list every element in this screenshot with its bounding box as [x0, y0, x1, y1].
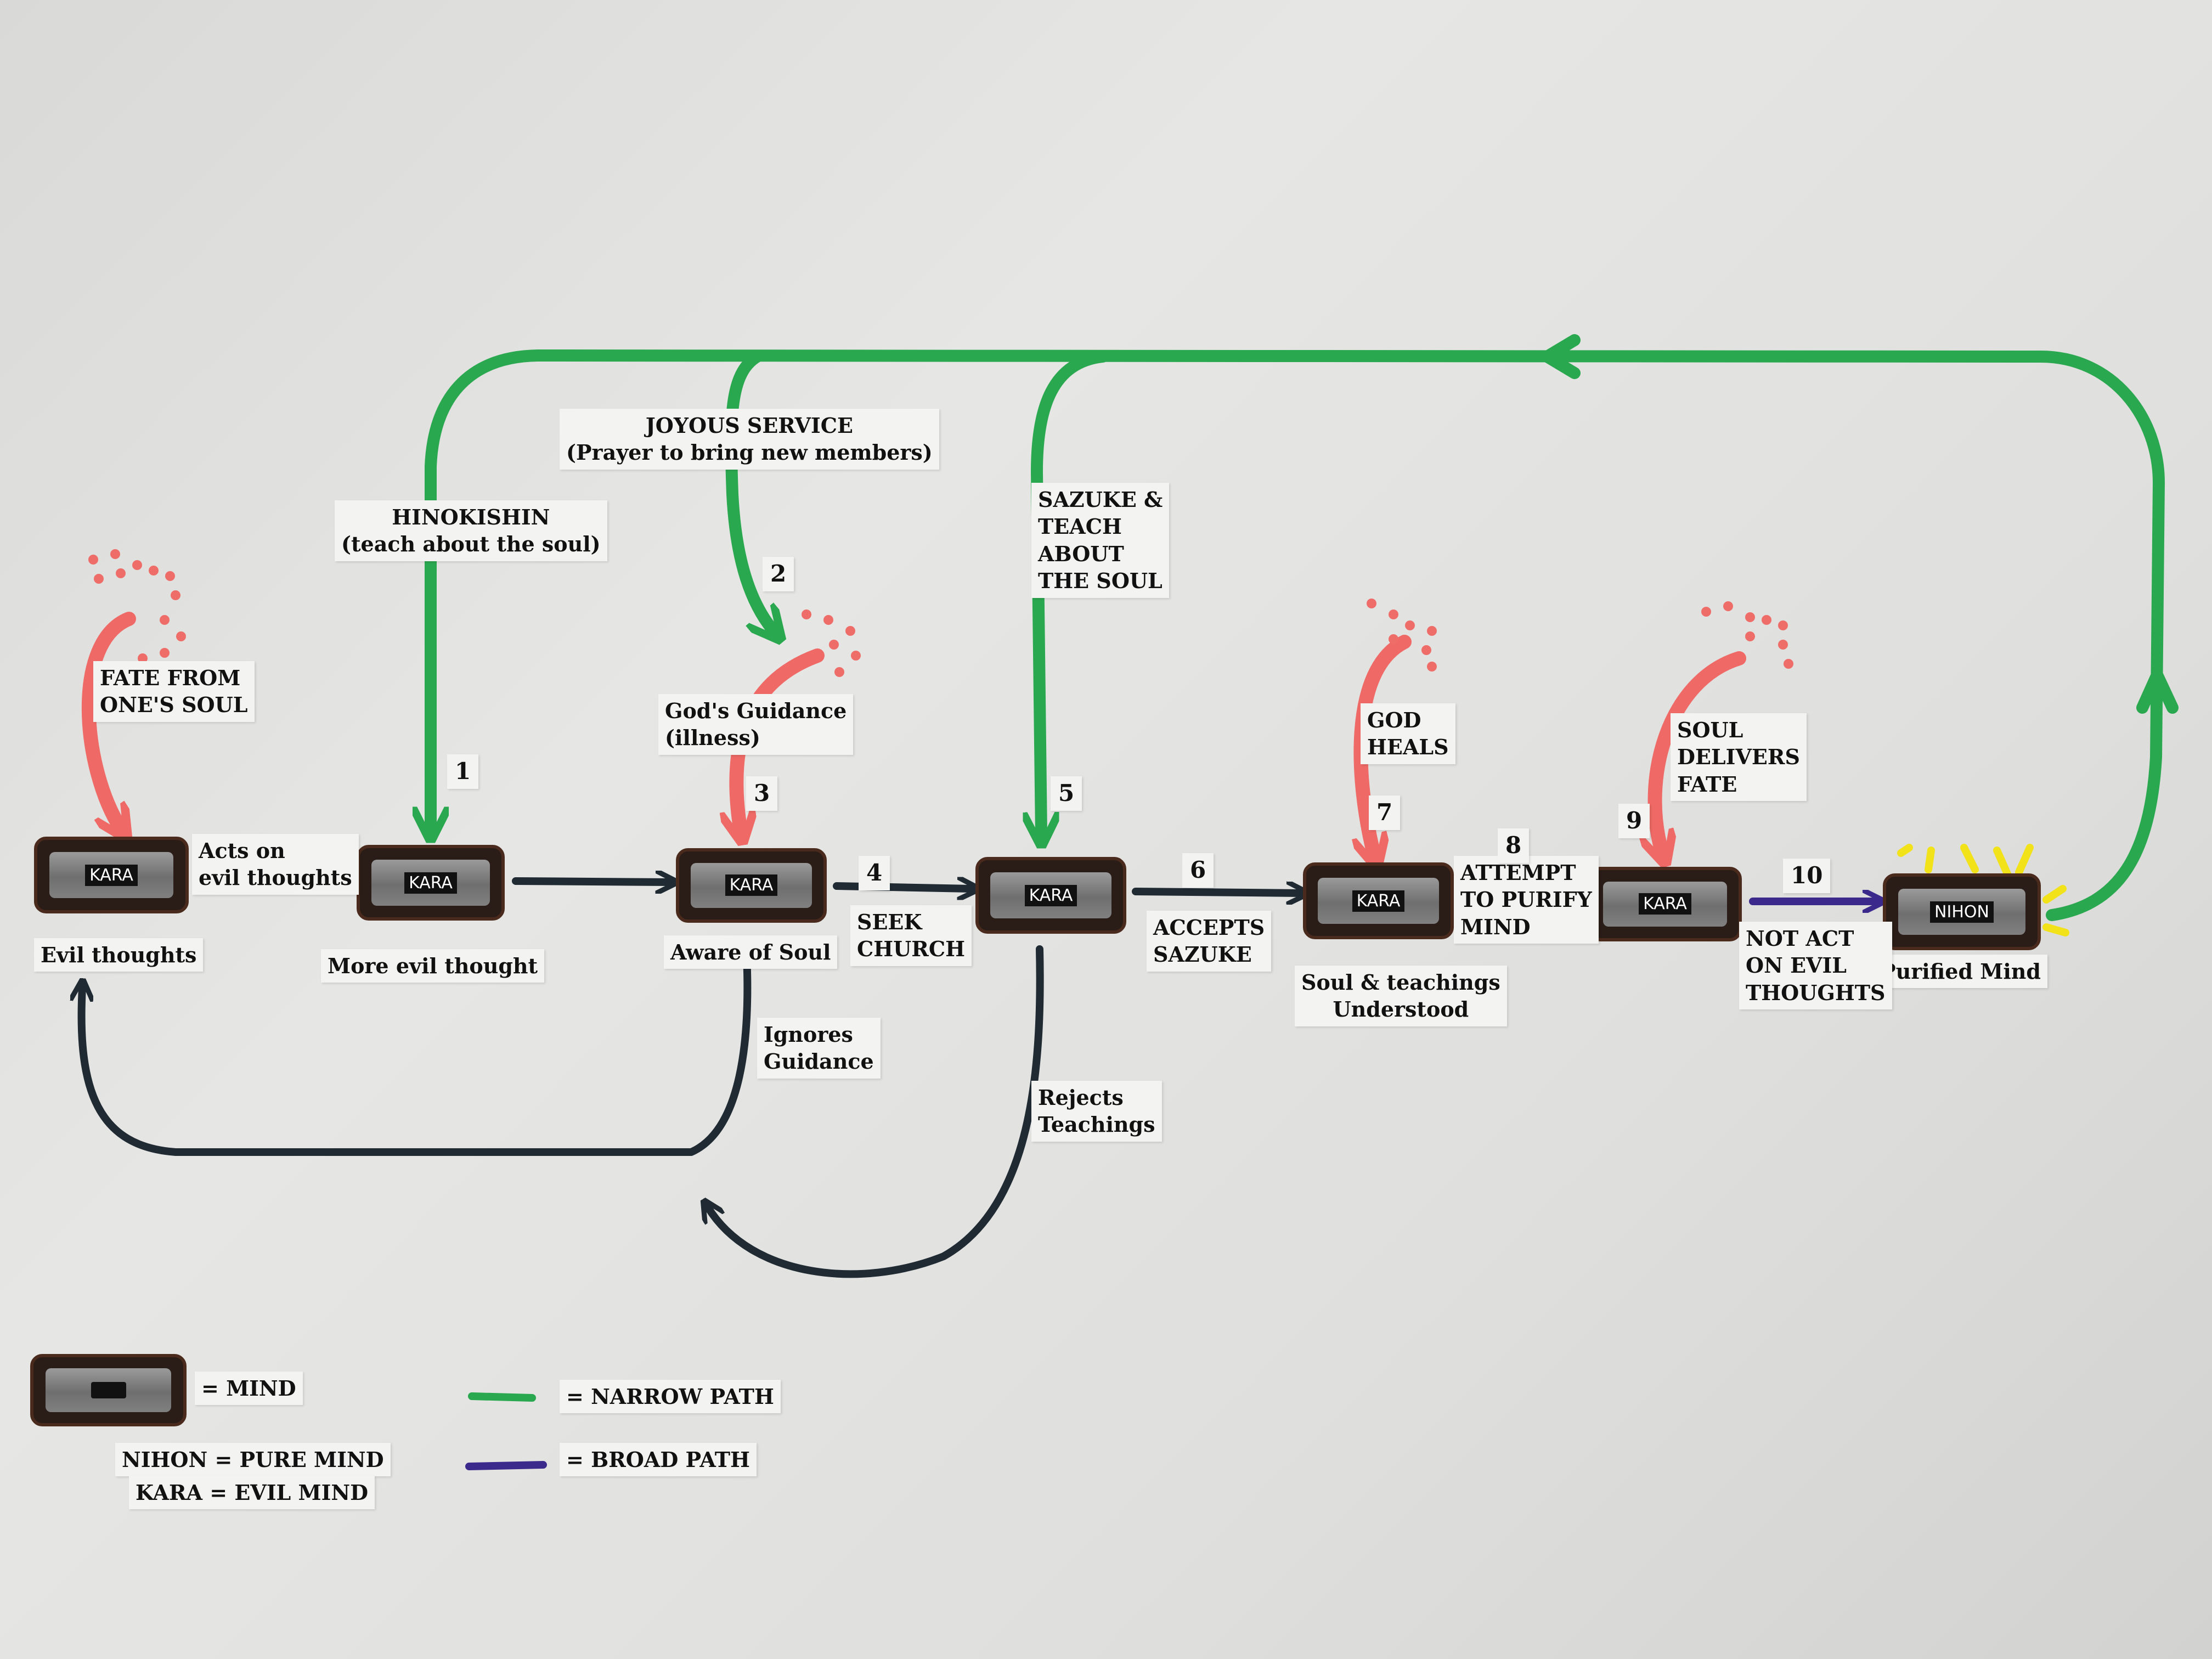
label-sazuke-teach: SAZUKE & TEACH ABOUT THE SOUL [1031, 483, 1170, 598]
legend-narrow-label: = NARROW PATH [560, 1380, 781, 1414]
legend-kara-label: KARA = EVIL MIND [129, 1476, 375, 1510]
step-number-2: 2 [763, 557, 794, 591]
step-number-5: 5 [1051, 776, 1082, 811]
label-seek-church: SEEK CHURCH [850, 905, 972, 966]
mind-box-2: KARA [357, 845, 505, 921]
legend-broad-stroke [465, 1461, 547, 1470]
fate-arrow-9 [1655, 651, 1746, 853]
arrow-b2-b3 [512, 881, 669, 882]
step-number-10: 10 [1783, 859, 1831, 893]
label-ignores-guidance: Ignores Guidance [757, 1018, 881, 1079]
label-gods-guidance: God's Guidance (illness) [658, 694, 854, 755]
legend-mind-box [30, 1354, 187, 1426]
mind-box-label: KARA [725, 874, 778, 896]
legend-nihon-label: NIHON = PURE MIND [115, 1443, 391, 1477]
mind-box-label: KARA [404, 872, 457, 894]
step-number-9: 9 [1618, 804, 1650, 838]
mind-box-6: KARA [1588, 867, 1742, 941]
label-rejects-teachings: Rejects Teachings [1031, 1081, 1162, 1142]
fate-arrows [81, 612, 1746, 856]
label-fate-from-soul: FATE FROM ONE'S SOUL [93, 661, 255, 722]
arrow-seek-church [833, 886, 971, 889]
step-number-8: 8 [1498, 828, 1530, 863]
legend-narrow-stroke [468, 1392, 536, 1402]
mind-box-label: KARA [1352, 890, 1405, 912]
label-purified-mind: Purified Mind [1874, 955, 2047, 989]
narrow-path-up-arrow [2136, 669, 2179, 714]
narrow-path-branch-5 [1037, 351, 1109, 834]
mind-box-5: KARA [1303, 862, 1454, 939]
mind-box-4: KARA [975, 857, 1126, 934]
fate-arrow-1 [81, 612, 136, 828]
mind-box-nihon: NIHON [1883, 873, 2041, 950]
step-number-1: 1 [447, 754, 479, 789]
mind-box-label: KARA [1024, 884, 1077, 906]
narrow-path-return [431, 349, 2165, 921]
mind-box-3: KARA [676, 848, 827, 923]
legend-mind-chip [91, 1382, 126, 1398]
narrow-path-left-arrow [1541, 334, 1581, 379]
fate-dots [88, 549, 1793, 677]
narrow-path-branch-2 [725, 351, 774, 631]
label-not-act: NOT ACT ON EVIL THOUGHTS [1739, 922, 1892, 1010]
legend-broad-label: = BROAD PATH [560, 1443, 757, 1477]
step-number-4: 4 [859, 856, 890, 890]
step-number-7: 7 [1369, 795, 1401, 830]
mind-box-label: KARA [1639, 893, 1691, 915]
legend-mind-label: = MIND [195, 1372, 303, 1406]
label-accepts-sazuke: ACCEPTS SAZUKE [1147, 911, 1272, 972]
label-evil-thoughts: Evil thoughts [34, 938, 204, 972]
mind-box-label: KARA [85, 864, 138, 886]
arrow-accepts-sazuke [1132, 891, 1300, 893]
legend-strokes [465, 1392, 547, 1470]
label-acts-on: Acts on evil thoughts [192, 834, 359, 895]
label-aware-of-soul: Aware of Soul [664, 935, 838, 969]
mind-box-label: NIHON [1930, 901, 1994, 923]
label-more-evil-thought: More evil thought [321, 949, 545, 983]
arrow-ignores-guidance [82, 940, 752, 1156]
label-soul-delivers-fate: SOUL DELIVERS FATE [1671, 713, 1807, 802]
label-joyous-service: JOYOUS SERVICE (Prayer to bring new memb… [560, 409, 939, 470]
step-number-3: 3 [746, 776, 778, 811]
label-god-heals: GOD HEALS [1361, 703, 1455, 764]
step-number-6: 6 [1182, 853, 1214, 888]
label-hinokishin: HINOKISHIN (teach about the soul) [335, 500, 607, 561]
label-attempt-purify: ATTEMPT TO PURIFY MIND [1454, 856, 1599, 944]
mind-box-1: KARA [34, 837, 189, 913]
arrow-rejects-teachings [708, 945, 1044, 1278]
label-soul-teachings-understood: Soul & teachings Understood [1295, 966, 1507, 1026]
narrow-path-loop [431, 334, 2179, 921]
